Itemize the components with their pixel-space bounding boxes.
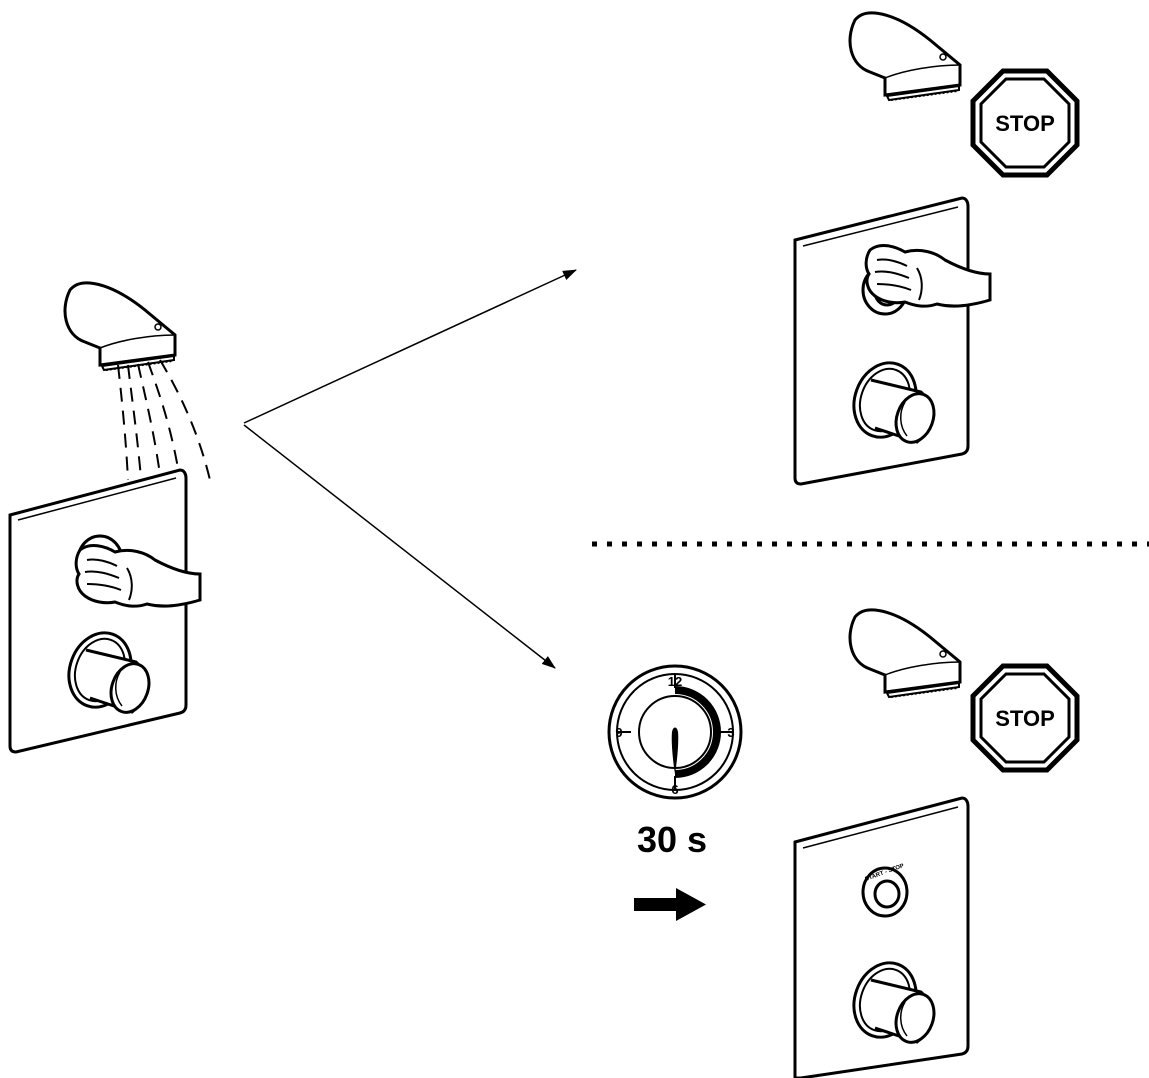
timer-clock: 12 3 6 9 xyxy=(607,664,743,800)
tick-12: 12 xyxy=(668,674,682,689)
shower-head-top xyxy=(848,11,962,102)
shower-head-bottom xyxy=(848,608,962,699)
wall-plate-top xyxy=(793,196,970,486)
tick-9: 9 xyxy=(615,725,622,740)
stop-sign-bottom: STOP xyxy=(973,666,1077,770)
wall-plate-left xyxy=(8,468,188,754)
timer-duration: 30 s xyxy=(637,819,707,860)
stop-sign-top: STOP xyxy=(973,71,1077,175)
stop-sign-text: STOP xyxy=(995,111,1055,136)
arrow-to-top xyxy=(243,269,577,424)
tick-6: 6 xyxy=(671,782,678,797)
shower-head-left xyxy=(63,281,177,372)
arrow-to-bottom xyxy=(243,424,556,669)
right-arrow-icon xyxy=(634,888,706,921)
tick-3: 3 xyxy=(727,725,734,740)
water-spray xyxy=(117,359,211,491)
top-right-scene: STOP xyxy=(793,11,1077,486)
hand-top xyxy=(864,244,992,308)
bottom-right-scene: STOP START - STOP xyxy=(793,608,1077,1078)
left-scene xyxy=(8,281,211,754)
stop-sign-text: STOP xyxy=(995,706,1055,731)
